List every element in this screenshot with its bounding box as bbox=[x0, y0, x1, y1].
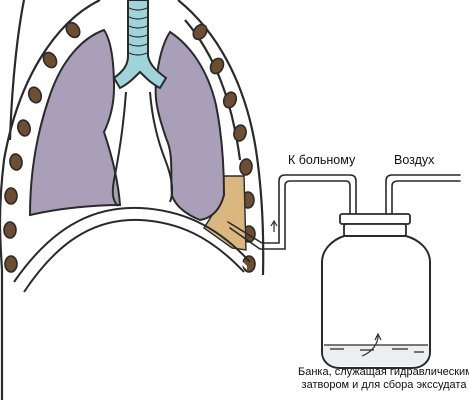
drain-tube-to-patient bbox=[227, 174, 357, 250]
label-jar-line-2: затвором и для сбора экссудата bbox=[301, 379, 467, 391]
diaphragm bbox=[13, 206, 251, 293]
label-air: Воздух bbox=[394, 153, 435, 167]
trachea bbox=[112, 0, 168, 90]
ribs-left bbox=[3, 21, 81, 273]
diaphragm-fill bbox=[16, 213, 247, 290]
jar-lid bbox=[339, 213, 411, 237]
left-lung bbox=[28, 28, 122, 217]
label-jar-line-1: Банка, служащая гидравлическим bbox=[298, 366, 469, 378]
right-lung bbox=[154, 30, 226, 222]
bubble-arrow bbox=[361, 332, 382, 357]
collection-jar bbox=[321, 235, 431, 369]
trachea-rings bbox=[128, 7, 148, 56]
mediastinum bbox=[111, 91, 174, 207]
label-jar-caption: Банка, служащая гидравлическим затвором … bbox=[298, 366, 469, 392]
label-to-patient: К больному bbox=[288, 153, 356, 167]
water-seal-liquid bbox=[323, 345, 429, 366]
